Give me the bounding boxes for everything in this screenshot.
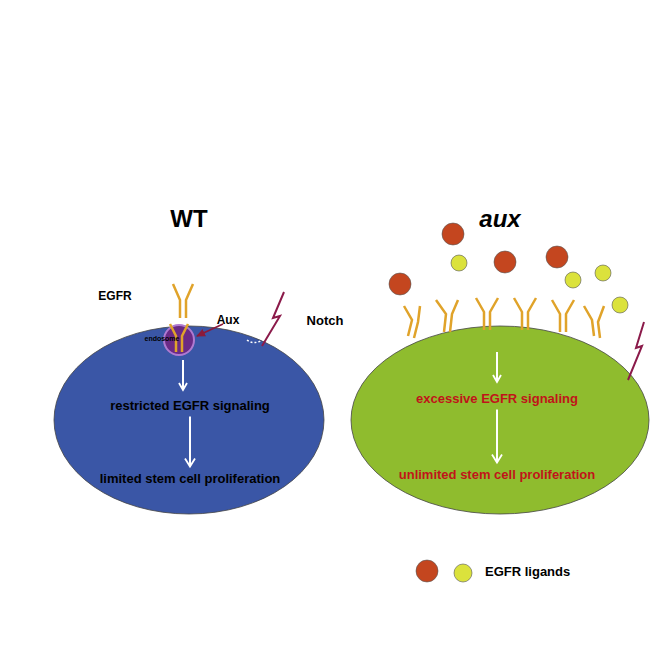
process-text: limited stem cell proliferation [100, 471, 281, 486]
notch-receptor [628, 322, 644, 380]
panel-heading: WT [53, 205, 325, 233]
panel-heading: aux [350, 205, 650, 233]
part-label: ? [251, 324, 260, 340]
flow-arrow [496, 410, 498, 463]
legend-sample [416, 560, 472, 582]
process-text: restricted EGFR signaling [110, 398, 270, 413]
process-label: restricted EGFR signaling [110, 398, 270, 413]
aux-arrow [197, 324, 223, 336]
part-label: EGFR [98, 289, 131, 303]
flow-arrow [189, 417, 191, 467]
cell-ellipse: WTrestricted EGFR signalinglimited stem … [53, 325, 325, 515]
process-label: excessive EGFR signaling [416, 391, 578, 406]
process-label: limited stem cell proliferation [100, 471, 281, 486]
signal-arrow [496, 352, 498, 382]
dotted-link [247, 338, 265, 343]
egfr-receptor [170, 324, 188, 352]
organelle-label: endosome [144, 335, 179, 342]
endosome [164, 325, 194, 355]
process-label: unlimited stem cell proliferation [399, 467, 595, 482]
cell-body [54, 326, 324, 514]
part-label: Aux [217, 313, 240, 327]
cell-ellipse: auxexcessive EGFR signalingunlimited ste… [350, 325, 650, 515]
egfr-receptors [404, 298, 604, 338]
signal-arrow [182, 360, 184, 390]
cell-body [351, 326, 649, 514]
process-text: excessive EGFR signaling [416, 391, 578, 406]
part-label: Notch [307, 313, 344, 328]
process-text: unlimited stem cell proliferation [399, 467, 595, 482]
notch-receptor [262, 292, 284, 346]
ellipse-outline [53, 325, 325, 515]
ellipse-outline [350, 325, 650, 515]
egfr-ligands [389, 223, 628, 313]
egfr-receptor [173, 284, 193, 318]
legend-text: EGFR ligands [485, 564, 570, 579]
